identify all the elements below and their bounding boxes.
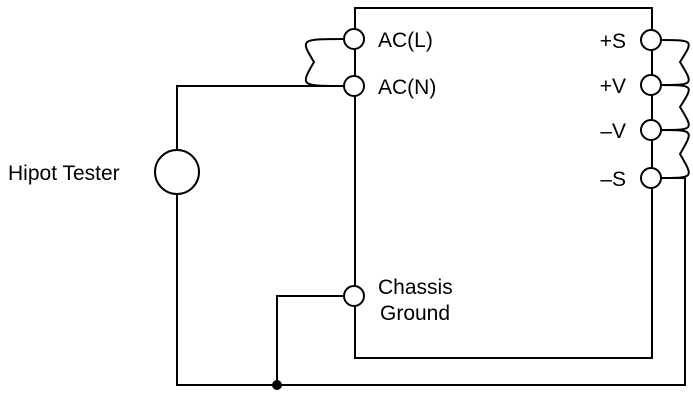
label-plus-v: +V xyxy=(600,75,626,98)
hipot-tester-symbol xyxy=(154,149,200,195)
label-hipot-tester: Hipot Tester xyxy=(8,162,120,185)
terminal-minus-s xyxy=(640,167,662,189)
output-jumper-loop-v-v xyxy=(658,83,690,132)
tester-return-wire xyxy=(176,193,278,386)
label-ac-l: AC(L) xyxy=(378,29,433,52)
terminal-ac-n xyxy=(343,75,365,97)
output-jumper-loop-v-s xyxy=(658,128,690,180)
terminal-plus-v xyxy=(640,74,662,96)
terminal-minus-v xyxy=(640,119,662,141)
label-ac-n: AC(N) xyxy=(378,76,436,99)
label-chassis: Chassis xyxy=(378,276,453,299)
label-minus-s: –S xyxy=(600,168,626,191)
output-return-wire xyxy=(276,177,686,386)
terminal-plus-s xyxy=(640,29,662,51)
label-plus-s: +S xyxy=(600,30,626,53)
terminal-chassis-ground xyxy=(343,285,365,307)
ground-junction-dot xyxy=(272,380,282,390)
ac-n-to-tester-wire xyxy=(176,85,346,151)
label-minus-v: –V xyxy=(600,120,626,143)
terminal-ac-l xyxy=(343,28,365,50)
label-ground: Ground xyxy=(380,302,450,325)
ac-jumper-loop xyxy=(304,37,347,88)
chassis-ground-wire xyxy=(276,295,346,386)
output-jumper-loop-s-v xyxy=(658,38,690,87)
